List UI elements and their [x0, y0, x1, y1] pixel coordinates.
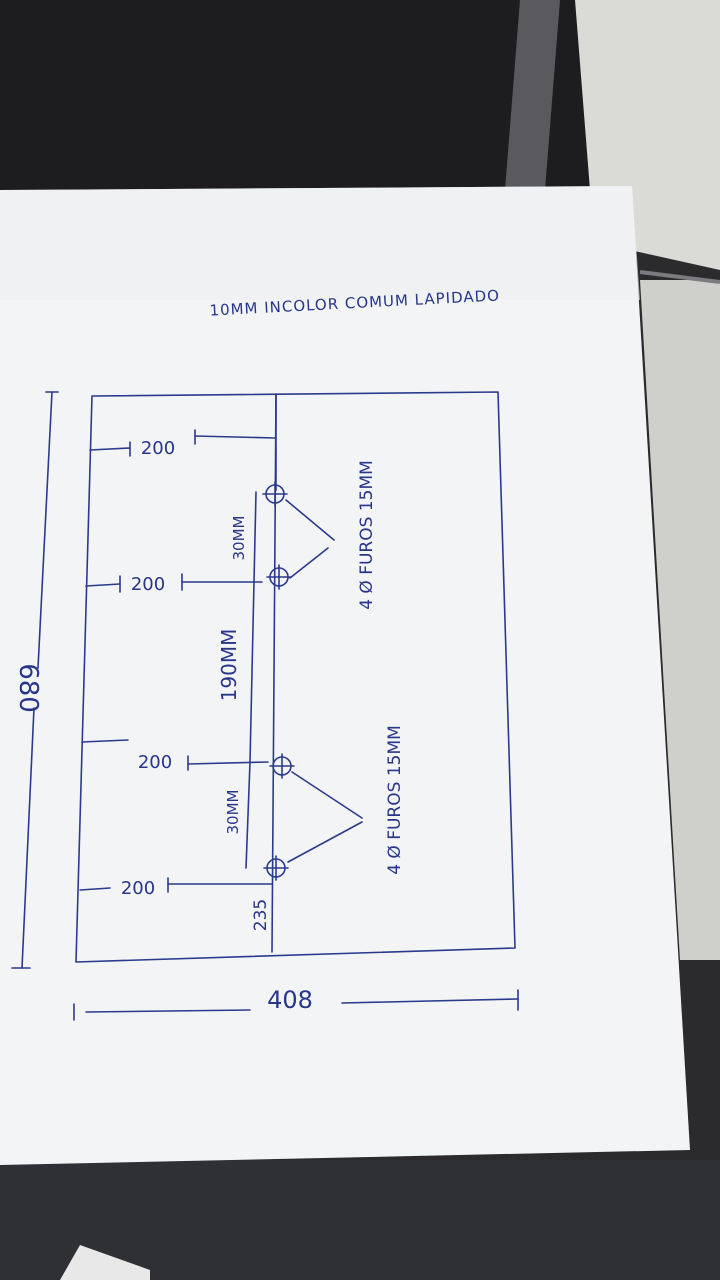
paper-sheet — [0, 186, 690, 1165]
offset-label-3: 200 — [138, 752, 172, 773]
spacing-bottom-label: 30MM — [224, 790, 242, 835]
note-leaders — [285, 499, 363, 863]
offset-label-4: 200 — [121, 878, 155, 899]
height-label: 680 — [13, 663, 43, 713]
bottom-offset-label: 235 — [251, 899, 271, 931]
dark-chair-back — [0, 0, 600, 200]
paper-corner-bottom — [60, 1245, 150, 1280]
spacing-middle-label: 190MM — [217, 629, 241, 702]
width-label: 408 — [267, 986, 313, 1014]
metal-rail — [639, 270, 720, 284]
spacing-top-label: 30MM — [230, 516, 248, 561]
holes-lower-note: 4 Ø FUROS 15MM — [385, 725, 405, 875]
holes-upper-note: 4 Ø FUROS 15MM — [357, 460, 377, 610]
hole-circle-icon — [266, 564, 292, 590]
offset-label-2: 200 — [131, 574, 165, 595]
height-dimension — [11, 391, 59, 969]
vertical-spacing-lines — [245, 491, 257, 869]
hole-circle-icon — [262, 481, 288, 507]
width-dimension — [73, 989, 519, 1021]
hole-circle-icon — [263, 855, 289, 881]
offset-lines — [79, 429, 276, 893]
hole-circle-icon — [269, 753, 295, 779]
right-wall-strip — [640, 280, 720, 960]
chrome-frame-bar — [505, 0, 560, 190]
hole-marks — [262, 481, 295, 881]
offset-label-1: 200 — [141, 438, 175, 459]
